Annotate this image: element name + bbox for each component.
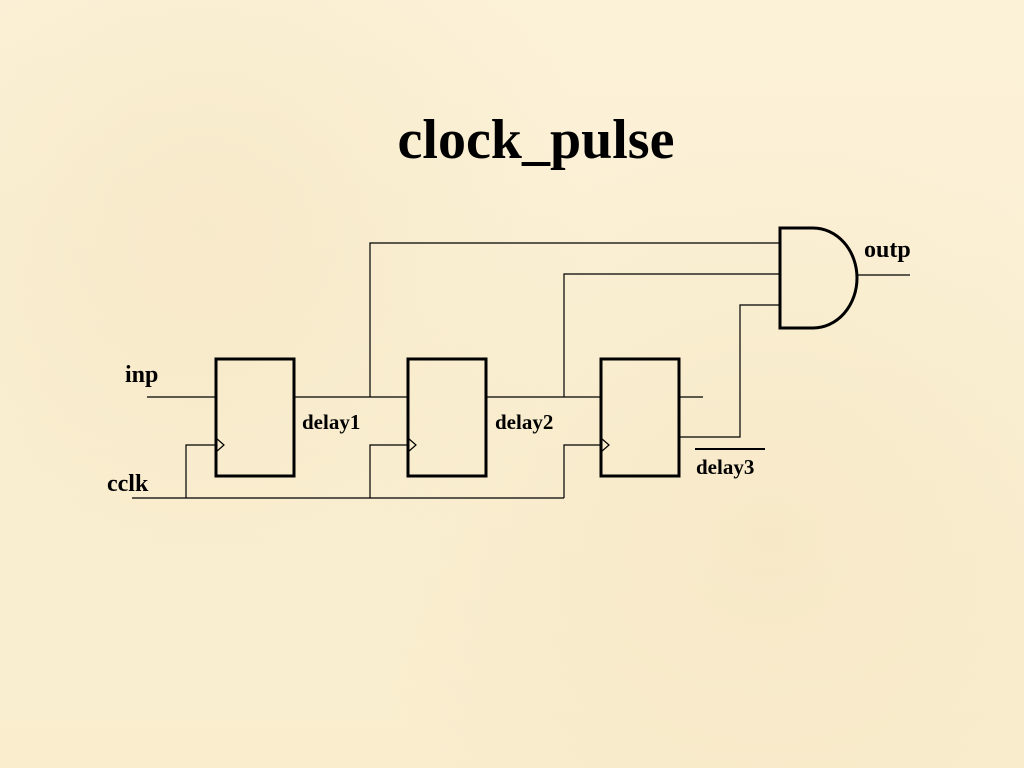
clk-branch-ff3 — [563, 444, 601, 498]
and-gate — [778, 226, 859, 330]
flip-flop-2 — [406, 357, 488, 478]
label-outp: outp — [864, 237, 911, 263]
label-delay2: delay2 — [495, 410, 553, 434]
delay3-to-and — [679, 304, 780, 438]
flip-flop-1 — [214, 357, 296, 478]
clk-branch-ff2 — [369, 444, 408, 498]
slide-title: clock_pulse — [397, 109, 675, 171]
clock-edge-marker-3 — [600, 437, 610, 453]
clock-edge-marker-1 — [215, 437, 225, 453]
clock-edge-marker-2 — [407, 437, 417, 453]
label-delay1: delay1 — [302, 410, 360, 434]
delay2-to-and — [563, 273, 780, 397]
clk-branch-ff1 — [185, 444, 216, 498]
label-delay3: delay3 — [696, 455, 754, 479]
label-inp: inp — [125, 362, 158, 388]
delay1-to-and — [369, 242, 780, 397]
flip-flop-3 — [599, 357, 681, 478]
label-cclk: cclk — [107, 471, 149, 497]
